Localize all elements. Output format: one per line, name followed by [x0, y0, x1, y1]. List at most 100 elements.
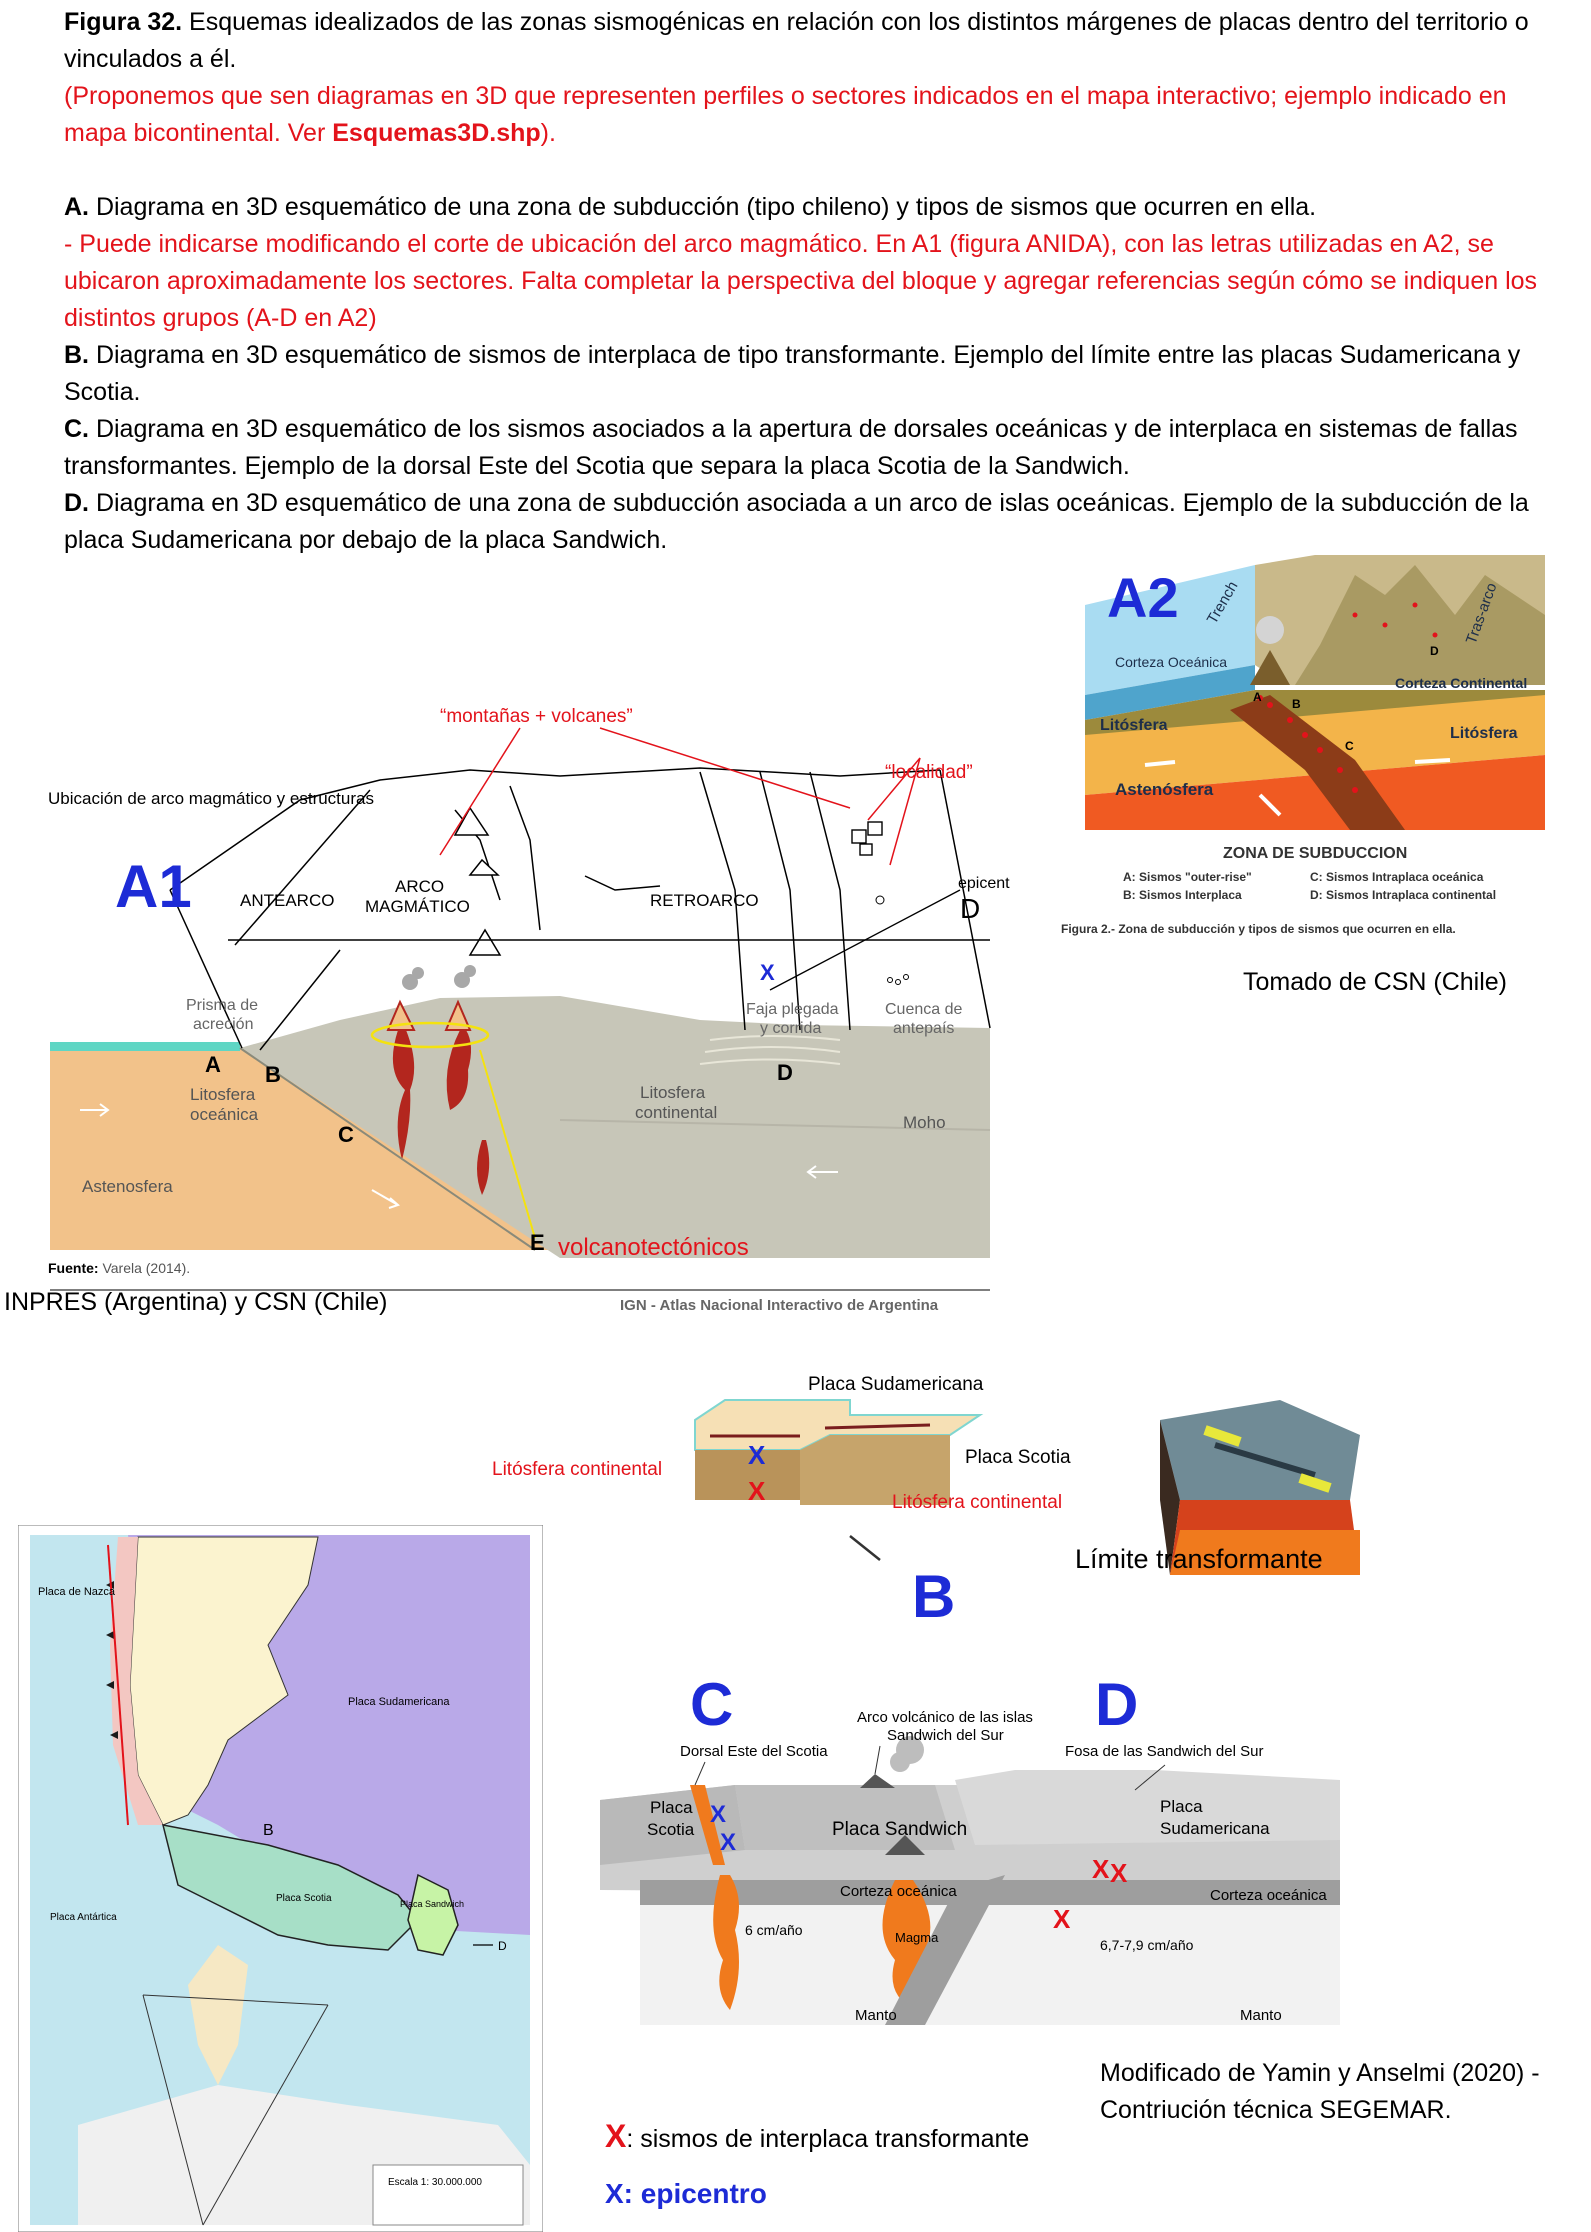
annotation-lines — [439, 727, 921, 866]
label-magmatico: MAGMÁTICO — [365, 897, 470, 916]
label-faja-2: y corrida — [760, 1020, 821, 1037]
a2-corteza-cont: Corteza Continental — [1395, 675, 1527, 691]
cd-mantle — [640, 1905, 1340, 2025]
locality-circle — [875, 895, 885, 905]
a2-source: Tomado de CSN (Chile) — [1243, 968, 1507, 996]
cd-dorsal: Dorsal Este del Scotia — [680, 1743, 828, 1760]
tf-side — [1160, 1420, 1180, 1575]
dot — [887, 977, 893, 983]
tf-arrow-2 — [1298, 1473, 1332, 1493]
map-placa-sudamericana: Placa Sudamericana — [348, 1696, 450, 1708]
cd-arco-1: Arco volcánico de las islas — [857, 1709, 1033, 1726]
continental-lithosphere — [240, 996, 990, 1258]
b-x-red: X — [748, 1476, 766, 1506]
a2-letter-c: C — [1345, 739, 1354, 753]
a2-leg-d: D: Sismos Intraplaca continental — [1310, 888, 1496, 902]
c-label: C. — [64, 415, 89, 443]
map-sector-lines — [142, 1994, 329, 2226]
legend-red: X: sismos de interplaca transformante — [605, 2118, 1029, 2158]
a2-smoke — [1256, 616, 1284, 644]
e-leader — [479, 1049, 536, 1239]
label-faja-1: Faja plegada — [746, 1001, 839, 1018]
letter-c: C — [338, 1122, 354, 1147]
label-lito-oce-1: Litosfera — [190, 1085, 256, 1104]
cd-magma: Magma — [895, 1930, 939, 1945]
caption-a: A. Diagrama en 3D esquemático de una zon… — [64, 189, 1544, 226]
caption-title: Figura 32. Esquemas idealizados de las z… — [64, 4, 1544, 78]
cd-fosa: Fosa de las Sandwich del Sur — [1065, 1743, 1263, 1760]
legend-red-x: X — [605, 2118, 627, 2154]
moho-line — [559, 1119, 991, 1131]
letter-d: D — [777, 1060, 793, 1085]
cd-ridge-magma — [713, 1875, 739, 2010]
locality-icons — [851, 821, 883, 856]
fig-title: Esquemas idealizados de las zonas sismog… — [64, 8, 1529, 73]
label-a1: A1 — [115, 853, 192, 920]
tf-arrow-1 — [1203, 1425, 1242, 1447]
a2-mountains — [1295, 565, 1545, 685]
cd-volcano-2 — [885, 1835, 925, 1855]
note-file: Esquemas3D.shp — [332, 119, 541, 147]
a2-ocean-water — [1085, 665, 1255, 720]
b-block-front-left — [695, 1450, 800, 1500]
b-text: Diagrama en 3D esquemático de sismos de … — [64, 341, 1521, 406]
cd-placa-scotia-1: Placa — [650, 1798, 693, 1817]
a-text: Diagrama en 3D esquemático de una zona d… — [89, 193, 1317, 221]
map-scale-box — [372, 2164, 524, 2226]
cd-sandwich-top — [735, 1785, 955, 1850]
d-text: Diagrama en 3D esquemático de una zona d… — [64, 489, 1529, 554]
caption-note: (Proponemos que sen diagramas en 3D que … — [64, 78, 1544, 152]
a2-fig2: Figura 2.- Zona de subducción y tipos de… — [1061, 922, 1456, 936]
cd-x-blue-2: X — [720, 1829, 736, 1856]
tf-fault — [1214, 1442, 1316, 1478]
cd-diagram: X X X X X Arco volcánico de las islas Sa… — [600, 1709, 1340, 2025]
topography-sketch — [169, 767, 991, 1051]
cd-slab — [885, 1875, 1005, 2025]
b-block-front-right — [800, 1435, 950, 1505]
a2-litosfera-left: Litósfera — [1100, 717, 1168, 734]
ocean-lithosphere — [50, 1048, 560, 1250]
label-lito-cont-2: continental — [635, 1103, 717, 1122]
tf-front-low — [1170, 1530, 1360, 1575]
note-text: (Proponemos que sen diagramas en 3D que … — [64, 82, 1507, 147]
footer-credit-2: Contriución técnica SEGEMAR. — [1100, 2096, 1452, 2124]
epicentre-leader — [769, 889, 961, 991]
a1-diagram: Ubicación de arco magmático y estructura… — [48, 706, 1010, 1314]
b-pointer — [849, 1535, 881, 1561]
label-moho: Moho — [903, 1113, 946, 1132]
a1-epicentre-x: X — [760, 960, 775, 985]
a2-arrows — [1144, 758, 1451, 817]
map-placa-scotia: Placa Scotia — [276, 1893, 332, 1904]
a2-slab — [1230, 695, 1405, 830]
cd-corteza-left: Corteza oceánica — [840, 1883, 957, 1900]
caption-c: C. Diagrama en 3D esquemático de los sis… — [64, 411, 1544, 485]
cd-manto-right: Manto — [1240, 2007, 1282, 2024]
label-prisma-1: Prisma de — [186, 997, 258, 1014]
a2-quake-dots — [1257, 602, 1438, 793]
map-placa-antartica: Placa Antártica — [50, 1912, 117, 1923]
c-text: Diagrama en 3D esquemático de los sismos… — [64, 415, 1518, 480]
a2-letter-a: A — [1253, 690, 1262, 704]
map-placa-sandwich: Placa Sandwich — [400, 1899, 464, 1909]
label-arco: ARCO — [395, 877, 444, 896]
map-argentina — [129, 1536, 319, 1826]
label-epicentro: epicentro — [958, 875, 1010, 892]
label-lito-cont-1: Litosfera — [640, 1083, 706, 1102]
cd-leaders — [694, 1745, 1166, 1791]
map-red-line — [107, 1544, 129, 1826]
cd-ridge — [690, 1785, 725, 1865]
note-end: ). — [540, 119, 556, 147]
dot — [903, 974, 909, 980]
legend-blue: X: epicentro — [605, 2178, 767, 2209]
cd-arco-2: Sandwich del Sur — [887, 1727, 1004, 1744]
letter-e: E — [530, 1230, 545, 1255]
subduction-boundary — [239, 1047, 536, 1251]
figure-caption: Figura 32. Esquemas idealizados de las z… — [64, 4, 1544, 559]
cd-island-volcano — [860, 1774, 895, 1788]
cd-rate-left: 6 cm/año — [745, 1922, 803, 1938]
legend-red-text: : sismos de interplaca transformante — [626, 2125, 1030, 2153]
dot — [895, 979, 901, 985]
b-placa-scotia: Placa Scotia — [965, 1447, 1071, 1468]
a-label: A. — [64, 193, 89, 221]
cd-manto-left: Manto — [855, 2007, 897, 2024]
